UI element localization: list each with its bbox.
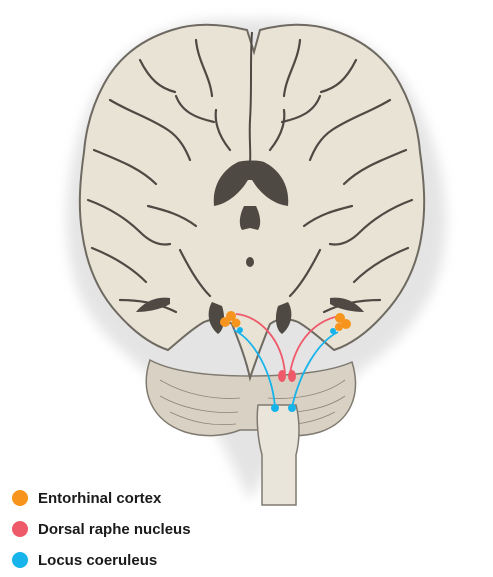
cerebrum — [80, 25, 424, 378]
legend: Entorhinal cortex Dorsal raphe nucleus L… — [0, 482, 493, 577]
legend-label: Entorhinal cortex — [38, 490, 161, 507]
legend-item-entorhinal-cortex: Entorhinal cortex — [12, 488, 161, 508]
legend-label: Dorsal raphe nucleus — [38, 521, 191, 538]
blue-circle-icon — [12, 552, 28, 568]
orange-circle-icon — [12, 490, 28, 506]
legend-item-locus-coeruleus: Locus coeruleus — [12, 550, 157, 570]
red-circle-icon — [12, 521, 28, 537]
legend-item-dorsal-raphe-nucleus: Dorsal raphe nucleus — [12, 519, 191, 539]
legend-label: Locus coeruleus — [38, 552, 157, 569]
